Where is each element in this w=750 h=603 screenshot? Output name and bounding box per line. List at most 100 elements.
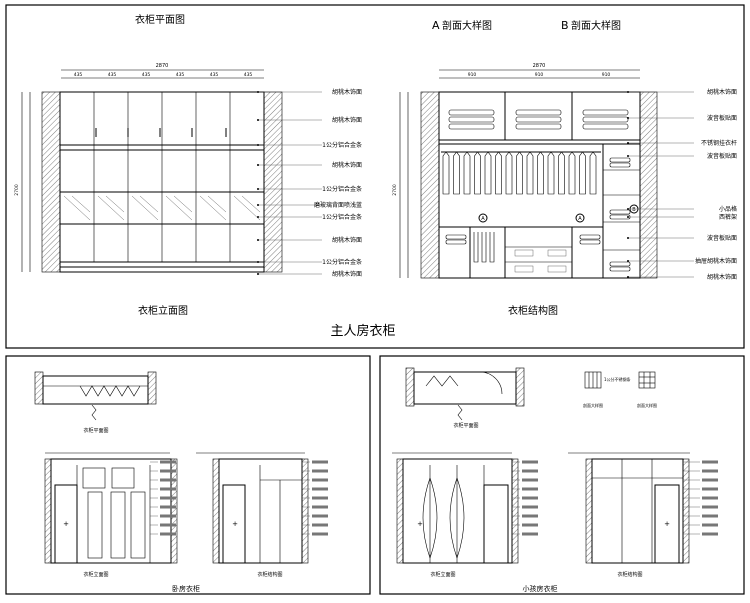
folded-stack [515,116,562,123]
bedroom-wardrobe-panel: 衣柜平面图 + 衣柜立面图 + 衣柜结构图 卧房衣柜 [34,371,328,593]
elev-seg-dim: 435 [74,72,83,78]
top-panel-frame [5,4,745,349]
folded-item [609,157,631,163]
br-plan-title: 衣柜平面图 [453,422,478,429]
unreadable-annotation [522,469,538,473]
kids-wardrobe-panel: 衣柜平面图 1公分不锈钢条 剖面大样图 剖面大样图 + 衣柜立面图 [392,367,718,593]
leader-dot [627,142,629,144]
svg-text:+: + [664,520,670,528]
unreadable-annotation [312,478,328,482]
glass-hatch-line [131,195,159,221]
glass-hatch-line [241,195,261,213]
unreadable-annotation [312,496,328,500]
struct-overall-dim: 2870 [533,63,546,69]
unreadable-annotation [522,514,538,518]
hanging-garment [453,151,460,195]
hanging-garment [474,151,481,195]
svg-text:+: + [63,520,69,528]
folded-item [609,209,631,215]
folded-stack [448,116,495,123]
bottom-right-panel-frame [379,355,745,595]
unreadable-annotation [522,523,538,527]
elevation-material-label: 1公分铝合金条 [322,258,362,266]
leader-dot [257,91,259,93]
top-plan-title: 衣柜平面图 [135,13,185,26]
elev-seg-dim: 435 [142,72,151,78]
unreadable-annotation [312,532,328,536]
leader-dot [627,117,629,119]
elevation-material-label: 胡桃木饰面 [332,236,362,244]
hanging-garment [568,151,576,195]
elevation-material-label: 1公分铝合金条 [322,213,362,221]
elevation-material-label: 胡桃木饰面 [332,116,362,124]
leader-dot [257,239,259,241]
struct-seg-dim: 910 [468,72,477,78]
glass-hatch-line [105,195,125,213]
section-b-text: 剖面大样图 [571,19,621,32]
folded-stack [515,109,562,116]
elevation-material-label: 胡桃木饰面 [332,88,362,96]
elev-seg-dim: 435 [108,72,117,78]
trouser-rack-item [473,232,479,263]
folded-stack [448,109,495,116]
hanging-garment [537,151,544,195]
glass-hatch-line [207,195,227,213]
leader-dot [257,144,259,146]
structure-material-label: 波音板贴面 [707,114,737,122]
glass-hatch-line [199,195,227,221]
unreadable-annotation [522,496,538,500]
leader-dot [257,119,259,121]
hanging-garment [558,151,565,195]
structure-material-label: 小品格 [719,205,737,213]
svg-text:+: + [417,520,423,528]
hanging-garment [484,151,492,195]
elevation-material-label: 磨玻璃背面喷浅蓝 [314,201,362,209]
unreadable-annotation [702,478,718,482]
bottom-left-panel-frame [5,355,371,595]
leader-dot [627,155,629,157]
hanging-garment [495,151,502,195]
structure-material-label: 胡桃木饰面 [707,88,737,96]
unreadable-annotation [312,523,328,527]
structure-material-label: 波音板贴面 [707,152,737,160]
folded-stack [515,123,562,130]
callout-b-text: B [632,207,636,213]
leader-dot [257,188,259,190]
top-elevation-title: 衣柜立面图 [138,304,188,317]
folded-item [579,234,601,240]
section-a-text: 剖面大样图 [442,19,492,32]
unreadable-annotation [312,514,328,518]
unreadable-annotation [312,487,328,491]
unreadable-annotation [702,514,718,518]
unreadable-annotation [702,469,718,473]
glass-hatch-line [97,195,125,221]
top-structure-title: 衣柜结构图 [508,304,558,317]
hanging-garment [589,151,597,195]
unreadable-annotation [160,469,176,473]
svg-text:+: + [232,520,238,528]
unreadable-annotation [160,532,176,536]
trouser-rack-item [481,232,487,263]
hanging-garment [505,151,513,195]
structure-material-label: 不锈钢挂衣杆 [701,139,737,147]
unreadable-annotation [160,523,176,527]
elevation-material-label: 1公分铝合金条 [322,185,362,193]
glass-hatch-line [233,195,261,221]
wardrobe-structure: 2870 910 910 910 2700 A A [392,63,737,281]
drawer-item [547,249,567,257]
drawer-item [547,265,567,273]
callout-a-marker-2 [575,213,585,223]
break-symbol [91,404,97,421]
folded-item [609,261,631,267]
elev-vertical-dim: 2700 [14,184,20,196]
trouser-rack-item [489,232,495,263]
leader-dot [627,208,629,210]
unreadable-annotation [160,460,176,464]
br-section-a-title: 剖面大样图 [583,402,603,408]
unreadable-annotation [702,460,718,464]
elev-segment-dims: 435 435 435 435 435 435 [74,72,253,78]
unreadable-annotation [160,478,176,482]
bl-elev-title: 衣柜立面图 [83,571,108,578]
folded-stack [582,116,629,123]
